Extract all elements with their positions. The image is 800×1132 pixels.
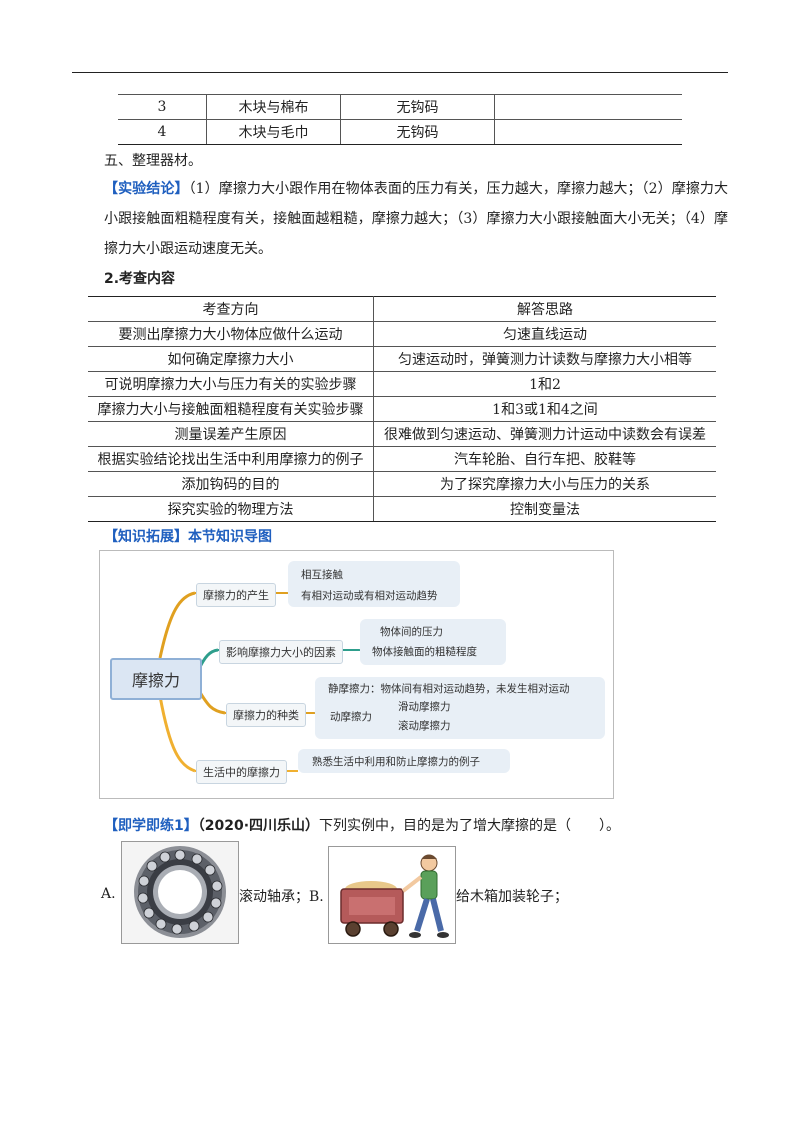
branch-node: 影响摩擦力大小的因素 bbox=[219, 640, 343, 664]
leaf-group bbox=[288, 561, 460, 607]
table-cell: 测量误差产生原因 bbox=[88, 421, 374, 447]
table-row: 添加钩码的目的为了探究摩擦力大小与压力的关系 bbox=[88, 471, 716, 497]
table-row: 要测出摩擦力大小物体应做什么运动匀速直线运动 bbox=[88, 321, 716, 347]
table-cell: 无钩码 bbox=[340, 94, 495, 120]
knowledge-mindmap: 摩擦力 摩擦力的产生 相互接触 有相对运动或有相对运动趋势 影响摩擦力大小的因素… bbox=[99, 550, 614, 799]
table-cell: 根据实验结论找出生活中利用摩擦力的例子 bbox=[88, 446, 374, 472]
section-title: 2.考查内容 bbox=[104, 271, 176, 287]
leaf-group bbox=[315, 677, 605, 739]
knowledge-heading: 【知识拓展】本节知识导图 bbox=[104, 529, 272, 545]
table-cell: 探究实验的物理方法 bbox=[88, 496, 374, 522]
table-cell: 匀速运动时，弹簧测力计读数与摩擦力大小相等 bbox=[373, 346, 716, 372]
leaf-node: 物体间的压力 bbox=[380, 626, 443, 638]
cart-icon bbox=[329, 847, 455, 943]
table-cell: 汽车轮胎、自行车把、胶鞋等 bbox=[373, 446, 716, 472]
bearing-image bbox=[121, 841, 239, 944]
conclusion-label: 【实验结论】 bbox=[104, 181, 189, 197]
table-row: 根据实验结论找出生活中利用摩擦力的例子汽车轮胎、自行车把、胶鞋等 bbox=[88, 446, 716, 472]
cart-image bbox=[328, 846, 456, 944]
leaf-node: 物体接触面的粗糙程度 bbox=[372, 646, 477, 658]
table-cell: 控制变量法 bbox=[373, 496, 716, 522]
option-a-label: A. bbox=[101, 886, 116, 902]
table-cell: 为了探究摩擦力大小与压力的关系 bbox=[373, 471, 716, 497]
table-cell bbox=[494, 119, 682, 145]
column-header: 解答思路 bbox=[373, 296, 716, 322]
table-cell: 无钩码 bbox=[340, 119, 495, 145]
table-cell bbox=[494, 94, 682, 120]
leaf-node: 有相对运动或有相对运动趋势 bbox=[301, 590, 438, 602]
exercise-source: （2020·四川乐山） bbox=[197, 818, 320, 834]
leaf-node: 熟悉生活中利用和防止摩擦力的例子 bbox=[312, 756, 480, 768]
option-a-text: 滚动轴承；B. bbox=[239, 889, 324, 905]
leaf-node: 滚动摩擦力 bbox=[398, 720, 451, 732]
connector-line bbox=[196, 688, 226, 715]
leaf-group bbox=[360, 619, 506, 665]
branch-node: 摩擦力的种类 bbox=[226, 703, 306, 727]
column-header: 考查方向 bbox=[88, 296, 374, 322]
mindmap-root: 摩擦力 bbox=[110, 658, 202, 700]
review-table: 考查方向 解答思路 要测出摩擦力大小物体应做什么运动匀速直线运动 如何确定摩擦力… bbox=[88, 296, 716, 522]
branch-node: 生活中的摩擦力 bbox=[196, 760, 287, 784]
table-cell: 1和2 bbox=[373, 371, 716, 397]
table-row: 3 木块与棉布 无钩码 bbox=[118, 94, 682, 120]
table-cell: 很难做到匀速运动、弹簧测力计运动中读数会有误差 bbox=[373, 421, 716, 447]
table-row: 4 木块与毛巾 无钩码 bbox=[118, 119, 682, 145]
connector-line bbox=[158, 695, 196, 773]
table-cell: 匀速直线运动 bbox=[373, 321, 716, 347]
table-cell: 4 bbox=[118, 119, 207, 145]
exercise-label: 【即学即练1】 bbox=[104, 818, 198, 834]
step-five-text: 五、整理器材。 bbox=[104, 153, 202, 169]
branch-node: 摩擦力的产生 bbox=[196, 583, 276, 607]
option-b-text: 给木箱加装轮子； bbox=[456, 889, 568, 905]
leaf-node: 滑动摩擦力 bbox=[398, 701, 451, 713]
conclusion-paragraph: 【实验结论】（1）摩擦力大小跟作用在物体表面的压力有关，压力越大，摩擦力越大；（… bbox=[104, 174, 728, 264]
header-rule bbox=[72, 72, 728, 73]
leaf-group bbox=[298, 749, 510, 773]
table-row: 测量误差产生原因很难做到匀速运动、弹簧测力计运动中读数会有误差 bbox=[88, 421, 716, 447]
table-cell: 3 bbox=[118, 94, 207, 120]
table-cell: 木块与棉布 bbox=[206, 94, 341, 120]
table-header-row: 考查方向 解答思路 bbox=[88, 296, 716, 322]
table-cell: 添加钩码的目的 bbox=[88, 471, 374, 497]
experiment-table: 3 木块与棉布 无钩码 4 木块与毛巾 无钩码 bbox=[118, 94, 682, 145]
table-cell: 木块与毛巾 bbox=[206, 119, 341, 145]
leaf-node: 动摩擦力 bbox=[330, 711, 372, 723]
connector-line bbox=[158, 591, 196, 659]
table-cell: 可说明摩擦力大小与压力有关的实验步骤 bbox=[88, 371, 374, 397]
table-cell: 摩擦力大小与接触面粗糙程度有关实验步骤 bbox=[88, 396, 374, 422]
table-cell: 1和3或1和4之间 bbox=[373, 396, 716, 422]
leaf-node: 静摩擦力：物体间有相对运动趋势，未发生相对运动 bbox=[328, 683, 570, 695]
conclusion-text: （1）摩擦力大小跟作用在物体表面的压力有关，压力越大，摩擦力越大；（2）摩擦力大… bbox=[104, 181, 729, 257]
table-cell: 要测出摩擦力大小物体应做什么运动 bbox=[88, 321, 374, 347]
exercise-text: 下列实例中，目的是为了增大摩擦的是（ ）。 bbox=[319, 818, 621, 834]
bearing-icon bbox=[122, 842, 238, 943]
leaf-node: 相互接触 bbox=[301, 569, 343, 581]
exercise-question: 【即学即练1】（2020·四川乐山）下列实例中，目的是为了增大摩擦的是（ ）。 bbox=[104, 815, 620, 835]
table-row: 探究实验的物理方法控制变量法 bbox=[88, 496, 716, 522]
table-row: 如何确定摩擦力大小匀速运动时，弹簧测力计读数与摩擦力大小相等 bbox=[88, 346, 716, 372]
table-cell: 如何确定摩擦力大小 bbox=[88, 346, 374, 372]
